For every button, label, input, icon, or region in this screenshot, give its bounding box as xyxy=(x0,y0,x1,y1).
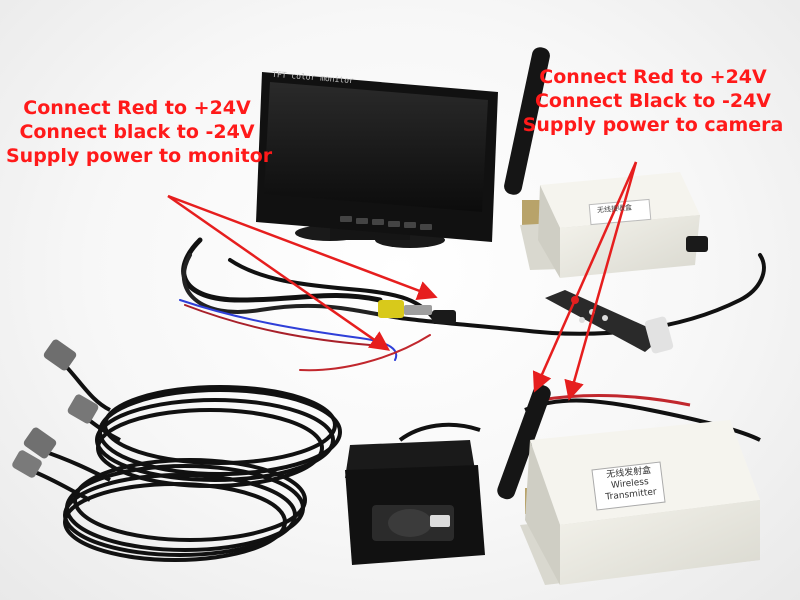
monitor-caption-line-3: Supply power to monitor xyxy=(6,145,273,167)
aviation-connectors xyxy=(12,339,99,478)
backup-camera xyxy=(345,422,485,565)
camera-caption-line-3: Supply power to camera xyxy=(522,114,784,136)
monitor-caption-line-1: Connect Red to +24V xyxy=(23,97,251,119)
camera-caption-line-2: Connect Black to -24V xyxy=(534,90,771,112)
monitor-power-caption: Connect Red to +24V Connect black to -24… xyxy=(6,96,273,168)
wireless-transmitter-box xyxy=(497,384,761,585)
monitor-caption-line-2: Connect black to -24V xyxy=(19,121,255,143)
extension-cable-coil xyxy=(29,358,342,562)
annotation-arrows xyxy=(167,161,638,401)
camera-power-caption: Connect Red to +24V Connect Black to -24… xyxy=(512,65,794,137)
rca-connector xyxy=(378,300,456,324)
camera-caption-line-1: Connect Red to +24V xyxy=(539,66,767,88)
tft-monitor xyxy=(256,72,498,248)
transmitter-label: 无线发射盒 Wireless Transmitter xyxy=(594,465,665,505)
